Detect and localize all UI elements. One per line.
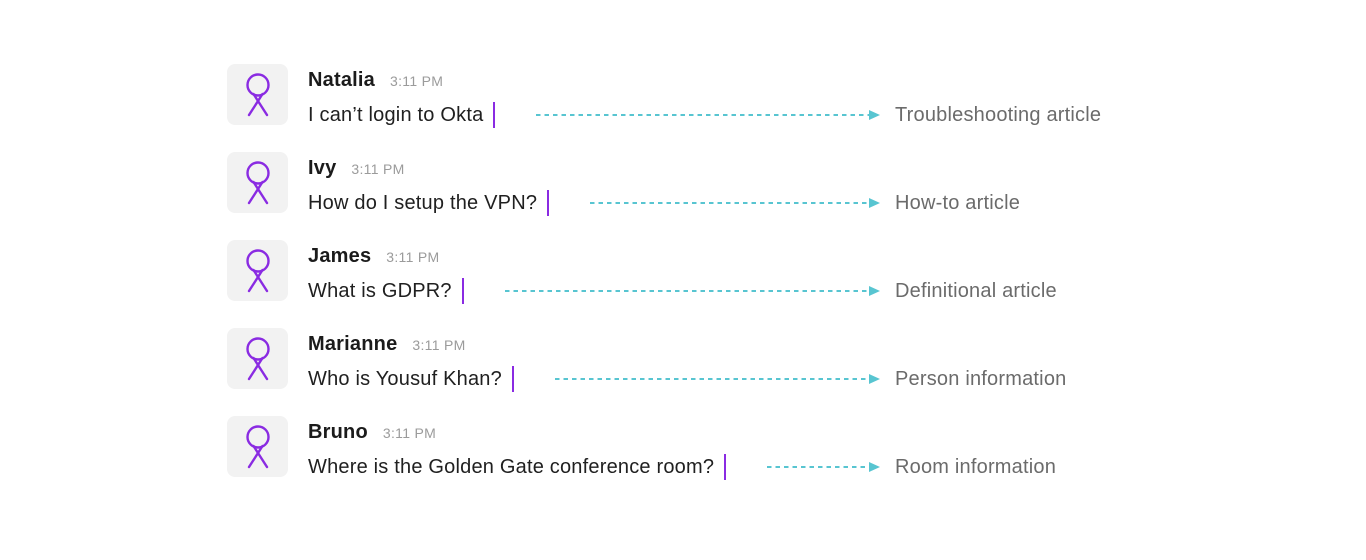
right-arrowhead-icon: [869, 374, 880, 384]
chat-row: Bruno 3:11 PM Where is the Golden Gate c…: [227, 416, 1131, 480]
person-stick-figure-icon: [236, 160, 280, 206]
dashed-arrow-line: [554, 374, 880, 384]
text-cursor: [511, 366, 514, 392]
right-arrowhead-icon: [869, 110, 880, 120]
message-text: I can’t login to Okta: [308, 103, 484, 126]
message-text: What is GDPR?: [308, 279, 452, 302]
name-line: Ivy 3:11 PM: [308, 155, 1131, 182]
person-stick-figure-icon: [236, 336, 280, 382]
name-line: Bruno 3:11 PM: [308, 419, 1131, 446]
message-line: Where is the Golden Gate conference room…: [308, 453, 1131, 481]
intent-label: How-to article: [895, 191, 1021, 214]
message-text: Where is the Golden Gate conference room…: [308, 455, 715, 478]
right-arrowhead-icon: [869, 198, 880, 208]
avatar: [227, 240, 288, 301]
chat-row: James 3:11 PM What is GDPR? Definitional…: [227, 240, 1131, 304]
person-stick-figure-icon: [236, 424, 280, 470]
right-arrowhead-icon: [869, 286, 880, 296]
message-line: How do I setup the VPN? How-to article: [308, 189, 1131, 217]
message-body: Marianne 3:11 PM Who is Yousuf Khan? Per…: [308, 328, 1131, 393]
chat-row: Ivy 3:11 PM How do I setup the VPN? How-…: [227, 152, 1131, 216]
chat-row: Natalia 3:11 PM I can’t login to Okta Tr…: [227, 64, 1131, 128]
chat-row: Marianne 3:11 PM Who is Yousuf Khan? Per…: [227, 328, 1131, 392]
text-cursor: [461, 278, 464, 304]
text-cursor: [547, 190, 550, 216]
name-line: Marianne 3:11 PM: [308, 331, 1131, 358]
text-cursor: [724, 454, 727, 480]
message-body: Natalia 3:11 PM I can’t login to Okta Tr…: [308, 64, 1131, 129]
sender-name: James: [308, 245, 372, 267]
avatar: [227, 64, 288, 125]
dashed-arrow-line: [504, 286, 880, 296]
timestamp: 3:11 PM: [390, 73, 444, 89]
sender-name: Bruno: [308, 421, 368, 443]
message-line: Who is Yousuf Khan? Person information: [308, 365, 1131, 393]
dashed-arrow-line: [536, 110, 880, 120]
name-line: Natalia 3:11 PM: [308, 67, 1131, 94]
text-cursor: [493, 102, 496, 128]
message-body: James 3:11 PM What is GDPR? Definitional…: [308, 240, 1131, 305]
chat-intent-diagram: Natalia 3:11 PM I can’t login to Okta Tr…: [227, 64, 1131, 504]
message-line: I can’t login to Okta Troubleshooting ar…: [308, 101, 1131, 129]
person-stick-figure-icon: [236, 72, 280, 118]
intent-label: Troubleshooting article: [895, 103, 1102, 126]
avatar: [227, 152, 288, 213]
avatar: [227, 328, 288, 389]
message-body: Ivy 3:11 PM How do I setup the VPN? How-…: [308, 152, 1131, 217]
right-arrowhead-icon: [869, 462, 880, 472]
timestamp: 3:11 PM: [351, 161, 405, 177]
intent-label: Definitional article: [895, 279, 1057, 302]
timestamp: 3:11 PM: [412, 337, 466, 353]
dashed-arrow-line: [590, 198, 880, 208]
dashed-arrow-line: [767, 462, 880, 472]
sender-name: Natalia: [308, 69, 375, 91]
intent-label: Person information: [895, 367, 1067, 390]
sender-name: Marianne: [308, 333, 398, 355]
message-text: Who is Yousuf Khan?: [308, 367, 502, 390]
message-line: What is GDPR? Definitional article: [308, 277, 1131, 305]
message-text: How do I setup the VPN?: [308, 191, 538, 214]
message-body: Bruno 3:11 PM Where is the Golden Gate c…: [308, 416, 1131, 481]
timestamp: 3:11 PM: [382, 425, 437, 441]
person-stick-figure-icon: [236, 248, 280, 294]
timestamp: 3:11 PM: [386, 249, 440, 265]
sender-name: Ivy: [308, 157, 337, 179]
avatar: [227, 416, 288, 477]
name-line: James 3:11 PM: [308, 243, 1131, 270]
intent-label: Room information: [895, 455, 1057, 478]
